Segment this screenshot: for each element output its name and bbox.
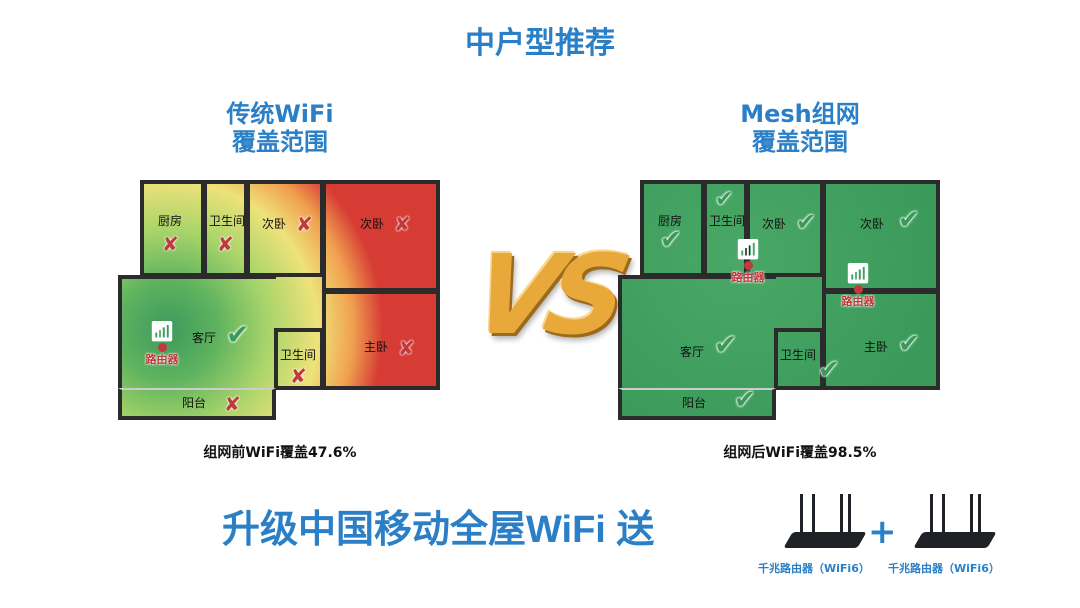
- router-marker: 📶︎ 路由器: [132, 320, 192, 366]
- promo-headline: 升级中国移动全屋WiFi 送: [222, 509, 655, 551]
- room-label: 次卧: [262, 217, 287, 231]
- check-icon: ✔: [734, 385, 756, 415]
- room-second-bedroom: 次卧 ✘: [246, 180, 324, 277]
- router-label: 路由器: [145, 353, 179, 366]
- room-master-bedroom: 主卧 ✔: [822, 290, 940, 390]
- check-icon: ✔: [226, 318, 250, 351]
- right-heading: Mesh组网覆盖范围: [680, 100, 920, 156]
- gift-label: 千兆路由器（WiFi6）: [888, 562, 1000, 575]
- page-title: 中户型推荐: [465, 26, 615, 61]
- router-dot: [157, 343, 167, 352]
- room-label: 阳台: [682, 396, 707, 410]
- check-icon: ✔: [898, 205, 920, 235]
- router-label: 路由器: [731, 271, 765, 284]
- router-marker: 📶︎ 路由器: [718, 238, 778, 284]
- room-label: 主卧: [864, 340, 889, 354]
- right-coverage: 组网后WiFi覆盖98.5%: [723, 445, 877, 461]
- room-bathroom: 卫生间 ✘: [203, 180, 248, 277]
- room-kitchen: 厨房 ✘: [140, 180, 205, 277]
- plus-sign: +: [868, 512, 897, 552]
- gift-label: 千兆路由器（WiFi6）: [758, 562, 870, 575]
- left-heading-line2: 覆盖范围: [232, 128, 328, 156]
- mesh-wifi-floorplan: 厨房✔ 卫生间✔ 次卧✔ 次卧✔ 主卧✔ 卫生间✔ 客厅✔ 阳台✔ 📶︎路由器 …: [618, 180, 940, 420]
- traditional-wifi-floorplan: 厨房 ✘ 卫生间 ✘ 次卧 ✘ 次卧 ✘ 主卧 ✘ 卫生间 ✘ 客厅 ✔ 阳台 ✘ 📶︎ 路由器: [118, 180, 440, 420]
- check-icon: ✔: [818, 355, 840, 385]
- router-dot: [853, 285, 863, 294]
- check-icon: ✔: [715, 187, 734, 212]
- room-second-bedroom: 次卧 ✘: [322, 180, 440, 292]
- cross-icon: ✘: [296, 212, 313, 236]
- room-label: 厨房: [658, 214, 683, 228]
- cross-icon: ✘: [162, 232, 179, 256]
- room-balcony: 阳台 ✔: [618, 385, 776, 420]
- room-label: 主卧: [364, 340, 389, 354]
- check-icon: ✔: [660, 225, 682, 255]
- check-icon: ✔: [796, 208, 817, 236]
- room-label: 客厅: [680, 345, 705, 359]
- router-marker: 📶︎ 路由器: [828, 262, 888, 308]
- cross-icon: ✘: [394, 212, 411, 236]
- room-label: 卫生间: [280, 348, 317, 362]
- room-master-bedroom: 主卧 ✘: [322, 290, 440, 390]
- check-icon: ✔: [898, 329, 920, 359]
- room-label: 次卧: [762, 217, 787, 231]
- room-label: 厨房: [158, 214, 183, 228]
- room-living-room: 客厅 ✔: [618, 275, 776, 390]
- cross-icon: ✘: [217, 232, 234, 256]
- router-label: 路由器: [841, 295, 875, 308]
- router-product-image: [780, 490, 870, 560]
- room-label: 卫生间: [209, 214, 246, 228]
- room-label: 客厅: [192, 331, 217, 345]
- router-product-image: [910, 490, 1000, 560]
- right-heading-line2: 覆盖范围: [752, 128, 848, 156]
- room-bathroom-2: 卫生间✔: [774, 328, 840, 390]
- left-coverage: 组网前WiFi覆盖47.6%: [203, 445, 357, 461]
- wifi-icon: 📶︎: [845, 262, 871, 284]
- room-label: 次卧: [860, 217, 885, 231]
- room-kitchen: 厨房✔: [640, 180, 705, 277]
- room-label: 次卧: [360, 217, 385, 231]
- room-balcony: 阳台 ✘: [118, 388, 276, 420]
- router-dot: [743, 261, 753, 270]
- wifi-icon: 📶︎: [149, 320, 175, 342]
- room-label: 卫生间: [780, 348, 817, 362]
- cross-icon: ✘: [224, 392, 241, 416]
- vs-badge: VS: [461, 205, 629, 385]
- vs-text: VS: [461, 231, 629, 359]
- check-icon: ✔: [714, 328, 738, 361]
- room-label: 卫生间: [709, 214, 746, 228]
- room-label: 阳台: [182, 396, 207, 410]
- left-heading-line1: 传统WiFi: [226, 100, 334, 128]
- cross-icon: ✘: [398, 336, 415, 360]
- room-bathroom-2: 卫生间 ✘: [274, 328, 324, 390]
- wifi-icon: 📶︎: [735, 238, 761, 260]
- cross-icon: ✘: [290, 364, 307, 388]
- right-heading-line1: Mesh组网: [740, 100, 860, 128]
